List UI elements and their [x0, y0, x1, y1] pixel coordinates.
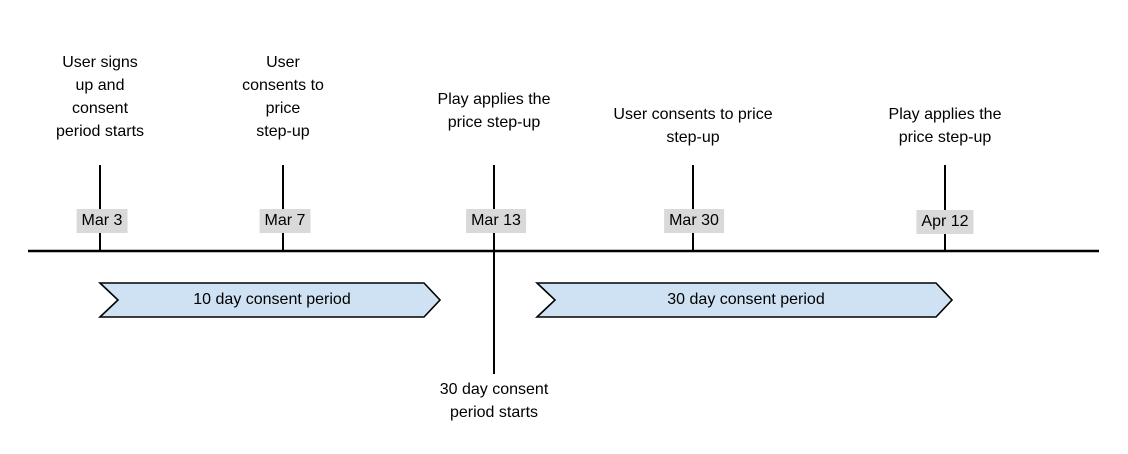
period-label-10day: 10 day consent period: [193, 291, 351, 308]
event-label-apply-2: Play applies the price step-up: [888, 106, 1002, 146]
date-chip-mar30: Mar 30: [664, 209, 724, 233]
date-chip-mar3: Mar 3: [76, 209, 128, 233]
event-label-consent-2: User consents to price step-up: [613, 106, 773, 146]
annotation-30day-start: 30 day consent period starts: [439, 381, 549, 421]
event-label-signup: User signs up and consent period starts: [55, 54, 145, 140]
period-label-30day: 30 day consent period: [667, 291, 825, 308]
date-chip-mar7: Mar 7: [259, 209, 311, 233]
date-chip-apr12: Apr 12: [916, 210, 974, 234]
consent-period-arrow-30day: [534, 282, 954, 318]
event-label-apply-1: Play applies the price step-up: [437, 91, 551, 131]
consent-period-arrow-10day: [97, 282, 442, 318]
date-chip-mar13: Mar 13: [466, 209, 526, 233]
event-label-consent-1: User consents to price step-up: [242, 54, 324, 140]
